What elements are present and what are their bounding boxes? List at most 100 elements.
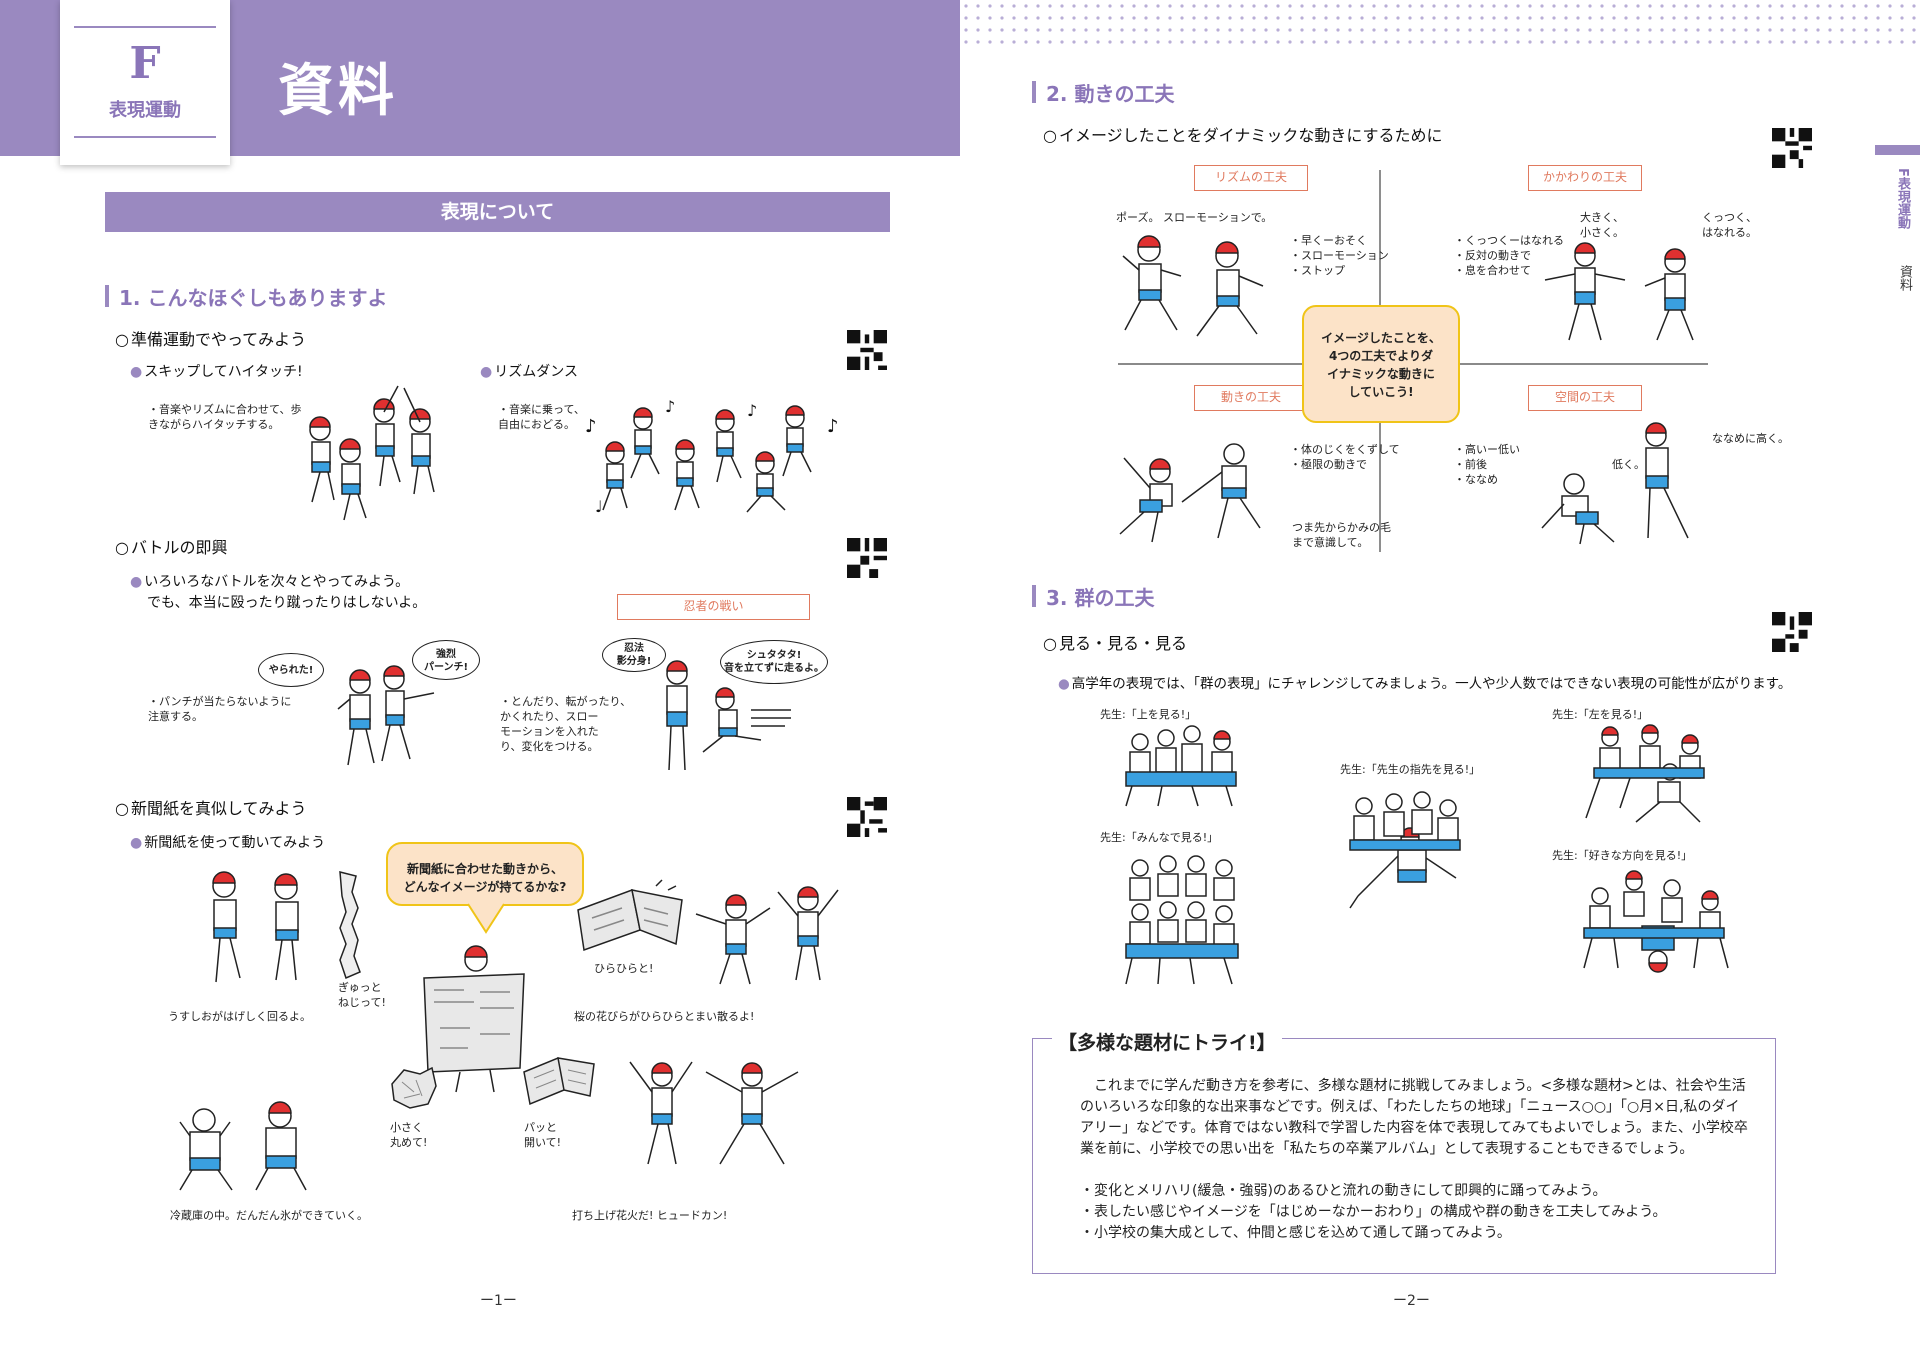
- qr-code-icon[interactable]: [847, 797, 887, 837]
- caption-sakura: 桜の花びらがひらひらとまい散るよ!: [574, 1010, 755, 1023]
- look-together-group-illustration: [1125, 855, 1239, 985]
- qr-code-icon[interactable]: [847, 330, 887, 370]
- try-box-item-1: 変化とメリハリ(緩急・強弱)のあるひと流れの動きにして即興的に踊ってみよう。: [1080, 1181, 1750, 1202]
- try-box-paragraph: これまでに学んだ動き方を参考に、多様な題材に挑戦してみましょう。<多様な題材>と…: [1080, 1078, 1748, 1157]
- try-box-item-3: 小学校の集大成として、仲間と感じを込めて通して踊ってみよう。: [1080, 1223, 1750, 1244]
- try-box-title: 【多様な題材にトライ!】: [1052, 1028, 1282, 1055]
- section-bar: 表現について: [105, 192, 890, 232]
- skip-bullet: スキップしてハイタッチ!: [130, 362, 302, 382]
- kakawari-illustration: [1544, 242, 1694, 341]
- punch-battle-illustration: [337, 665, 435, 766]
- speech-yarareta: やられた!: [258, 653, 324, 687]
- caption-gyutto: ぎゅっと ねじって!: [338, 981, 386, 1009]
- skip-note: ・音楽やリズムに合わせて、歩 きながらハイタッチする。: [148, 403, 302, 431]
- rhythm-list: ・早くーおそく ・スローモーション ・ストップ: [1290, 234, 1389, 277]
- rhythm-dance-note: ・音楽に乗って、 自由におどる。: [498, 403, 585, 431]
- chapter-name: 表現運動: [109, 100, 181, 121]
- kukan-label: 空間の工夫: [1528, 385, 1642, 411]
- caption-minna: 先生:「みんなで見る!」: [1100, 831, 1219, 844]
- qr-code-icon[interactable]: [847, 538, 887, 578]
- page-left: F 表現運動 資料 表現について 1. こんなほぐしもありますよ 準備運動でやっ…: [0, 0, 960, 1357]
- caption-usushio: うすしおがはげしく回るよ。: [168, 1010, 311, 1023]
- look-up-group-illustration: [1125, 725, 1237, 807]
- page-title: 資料: [278, 59, 398, 124]
- section2-heading: 2. 動きの工夫: [1032, 78, 1174, 107]
- kakawari-caption-1: 大きく、 小さく。: [1580, 211, 1624, 239]
- try-box-item-2: 表したい感じやイメージを「はじめーなかーおわり」の構成や群の動きを工夫してみよう…: [1080, 1202, 1750, 1223]
- fireworks-illustration: [629, 1061, 799, 1165]
- chapter-badge: F 表現運動: [60, 0, 230, 165]
- caption-hidari: 先生:「左を見る!」: [1552, 708, 1649, 721]
- qr-code-icon[interactable]: [1772, 128, 1812, 168]
- caption-reizouko: 冷蔵庫の中。だんだん氷ができていく。: [170, 1209, 368, 1222]
- look-any-direction-group-illustration: [1583, 870, 1729, 973]
- caption-hanabi: 打ち上げ花火だ! ヒュードカン!: [572, 1209, 728, 1222]
- caption-sukina: 先生:「好きな方向を見る!」: [1552, 849, 1693, 862]
- caption-yubisaki: 先生:「先生の指先を見る!」: [1340, 763, 1481, 776]
- ugoki-list: ・体のじくをくずして ・極限の動きで: [1290, 443, 1400, 471]
- newspaper-question-bubble: 新聞紙に合わせた動きから、 どんなイメージが持てるかな?: [386, 842, 584, 906]
- try-box-list: 変化とメリハリ(緩急・強弱)のあるひと流れの動きにして即興的に踊ってみよう。 表…: [1080, 1181, 1750, 1244]
- kukan-illustration: [1541, 422, 1689, 545]
- rhythm-caption: ポーズ。 スローモーションで。: [1116, 211, 1273, 224]
- page-number-right: ー2ー: [1393, 1293, 1430, 1309]
- try-box: [1032, 1038, 1776, 1274]
- skip-high-touch-illustration: [309, 385, 435, 521]
- svg-text:♩: ♩: [595, 497, 603, 516]
- ugoki-illustration: [1119, 443, 1261, 543]
- newspaper-child-illustration: [423, 945, 525, 1093]
- caption-pattohiraite: パッと 開いて!: [524, 1121, 562, 1149]
- sakura-petal-illustration: [695, 886, 839, 985]
- newspaper-heading: 新聞紙を真似してみよう: [115, 795, 307, 819]
- svg-text:♪: ♪: [585, 416, 597, 437]
- crumpled-paper-illustration: [391, 1066, 437, 1109]
- speech-ninpo: 忍法 影分身!: [602, 638, 666, 672]
- rhythm-dance-bullet: リズムダンス: [480, 362, 578, 382]
- refrigerator-illustration: [179, 1101, 307, 1191]
- section1-heading: 1. こんなほぐしもありますよ: [105, 282, 387, 311]
- move-note: ・とんだり、転がったり、 かくれたり、スロー モーションを入れた り、変化をつけ…: [500, 695, 632, 753]
- qr-code-icon[interactable]: [1772, 612, 1812, 652]
- side-tab-bar: [1875, 145, 1920, 155]
- ugoki-caption: つま先からかみの毛 まで意識して。: [1292, 521, 1391, 549]
- side-tab-label: F表現運動: [1878, 168, 1912, 229]
- section3-heading: 3. 群の工夫: [1032, 582, 1154, 611]
- svg-text:♪: ♪: [827, 416, 839, 437]
- twisting-illustration: [212, 871, 361, 983]
- caption-hirahira: ひらひらと!: [594, 962, 654, 975]
- kukan-caption-1: ななめに高く。: [1712, 432, 1789, 445]
- side-tab-sub: 資料: [1897, 265, 1912, 291]
- center-message-box: イメージしたことを、 4つの工夫でよりダ イナミックな動きに していこう!: [1302, 305, 1460, 423]
- ugoki-label: 動きの工夫: [1194, 385, 1308, 411]
- kakawari-label: かかわりの工夫: [1528, 165, 1642, 191]
- try-box-body: これまでに学んだ動き方を参考に、多様な題材に挑戦してみましょう。<多様な題材>と…: [1080, 1076, 1750, 1244]
- speech-shutatata: シュタタタ! 音を立てずに走るよ。: [720, 640, 828, 684]
- open-paper-illustration: [523, 1056, 595, 1106]
- svg-text:♪: ♪: [747, 401, 757, 420]
- svg-text:♪: ♪: [665, 397, 675, 416]
- battle-bullet-line2: でも、本当に殴ったり蹴ったりはしないよ。: [147, 595, 427, 611]
- chapter-letter: F: [129, 38, 161, 89]
- caption-ue: 先生:「上を見る!」: [1100, 708, 1197, 721]
- kukan-caption-2: 低く。: [1612, 458, 1645, 471]
- section3-bullet: 高学年の表現では、「群の表現」にチャレンジしてみましょう。一人や少人数ではできな…: [1058, 674, 1792, 694]
- speech-strong-punch: 強烈 パーンチ!: [412, 640, 480, 680]
- bubble-tail: [467, 903, 505, 934]
- section2-sub: イメージしたことをダイナミックな動きにするために: [1043, 122, 1443, 146]
- kakawari-caption-2: くっつく、 はなれる。: [1702, 211, 1757, 239]
- ninja-battle-illustration: [666, 660, 791, 771]
- look-finger-group-illustration: [1349, 791, 1461, 909]
- kukan-list: ・高いー低い ・前後 ・ななめ: [1454, 443, 1520, 486]
- battle-bullet-line1: いろいろなバトルを次々とやってみよう。: [130, 572, 409, 592]
- warmup-heading: 準備運動でやってみよう: [115, 326, 306, 350]
- punch-note: ・パンチが当たらないように 注意する。: [148, 695, 292, 723]
- look-left-group-illustration: [1585, 724, 1705, 823]
- section3-sub: 見る・見る・見る: [1043, 630, 1187, 654]
- side-tab-letter: F: [1895, 168, 1910, 177]
- flying-newspaper-illustration: [577, 879, 683, 952]
- newspaper-bullet: 新聞紙を使って動いてみよう: [130, 833, 325, 853]
- page-number-left: ー1ー: [480, 1293, 517, 1309]
- battle-heading: バトルの即興: [115, 534, 227, 558]
- rhythm-dance-illustration: ♪ ♪ ♪ ♪ ♩: [585, 397, 839, 516]
- decorative-dots: [960, 0, 1920, 52]
